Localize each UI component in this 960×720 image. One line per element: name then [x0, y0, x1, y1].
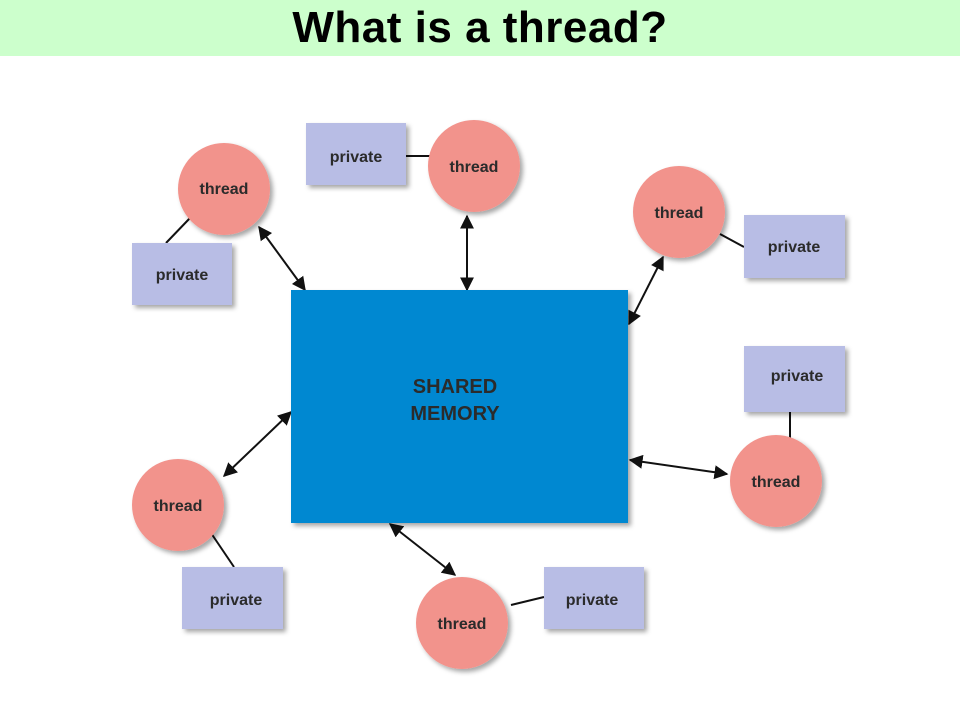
private-connectors — [165, 155, 791, 606]
thread-labels: thread thread thread thread thread threa… — [154, 159, 801, 633]
private-label-6: private — [566, 592, 619, 609]
private-box-5 — [182, 567, 283, 629]
thread-circle-5 — [132, 459, 224, 551]
private-box-3 — [744, 215, 845, 278]
private-label-4: private — [771, 368, 824, 385]
private-box-4 — [744, 346, 845, 412]
private-label-2: private — [156, 267, 209, 284]
thread-label-1: thread — [200, 181, 249, 198]
page-title: What is a thread? — [292, 3, 668, 52]
title-bar: What is a thread? — [0, 0, 960, 56]
private-label-1: private — [330, 149, 383, 166]
thread-label-3: thread — [655, 205, 704, 222]
memory-arrows — [222, 214, 729, 576]
thread-circle-1 — [178, 143, 270, 235]
thread-label-4: thread — [752, 474, 801, 491]
thread-circle-6 — [416, 577, 508, 669]
private-label-5: private — [210, 592, 263, 609]
thread-label-5: thread — [154, 498, 203, 515]
thread-circle-2 — [428, 120, 520, 212]
private-labels: private private private private private … — [156, 149, 824, 609]
private-box-1 — [306, 123, 406, 185]
private-box-2 — [132, 243, 232, 305]
thread-circle-4 — [730, 435, 822, 527]
shared-memory-label-line1: SHARED — [413, 376, 497, 398]
shared-memory-block: SHARED MEMORY — [291, 290, 628, 523]
private-boxes — [132, 123, 845, 629]
thread-circles — [132, 120, 822, 669]
private-box-6 — [544, 567, 644, 629]
shared-memory-label-line2: MEMORY — [410, 403, 500, 425]
private-label-3: private — [768, 239, 821, 256]
thread-circle-3 — [633, 166, 725, 258]
thread-label-6: thread — [438, 616, 487, 633]
thread-label-2: thread — [450, 159, 499, 176]
